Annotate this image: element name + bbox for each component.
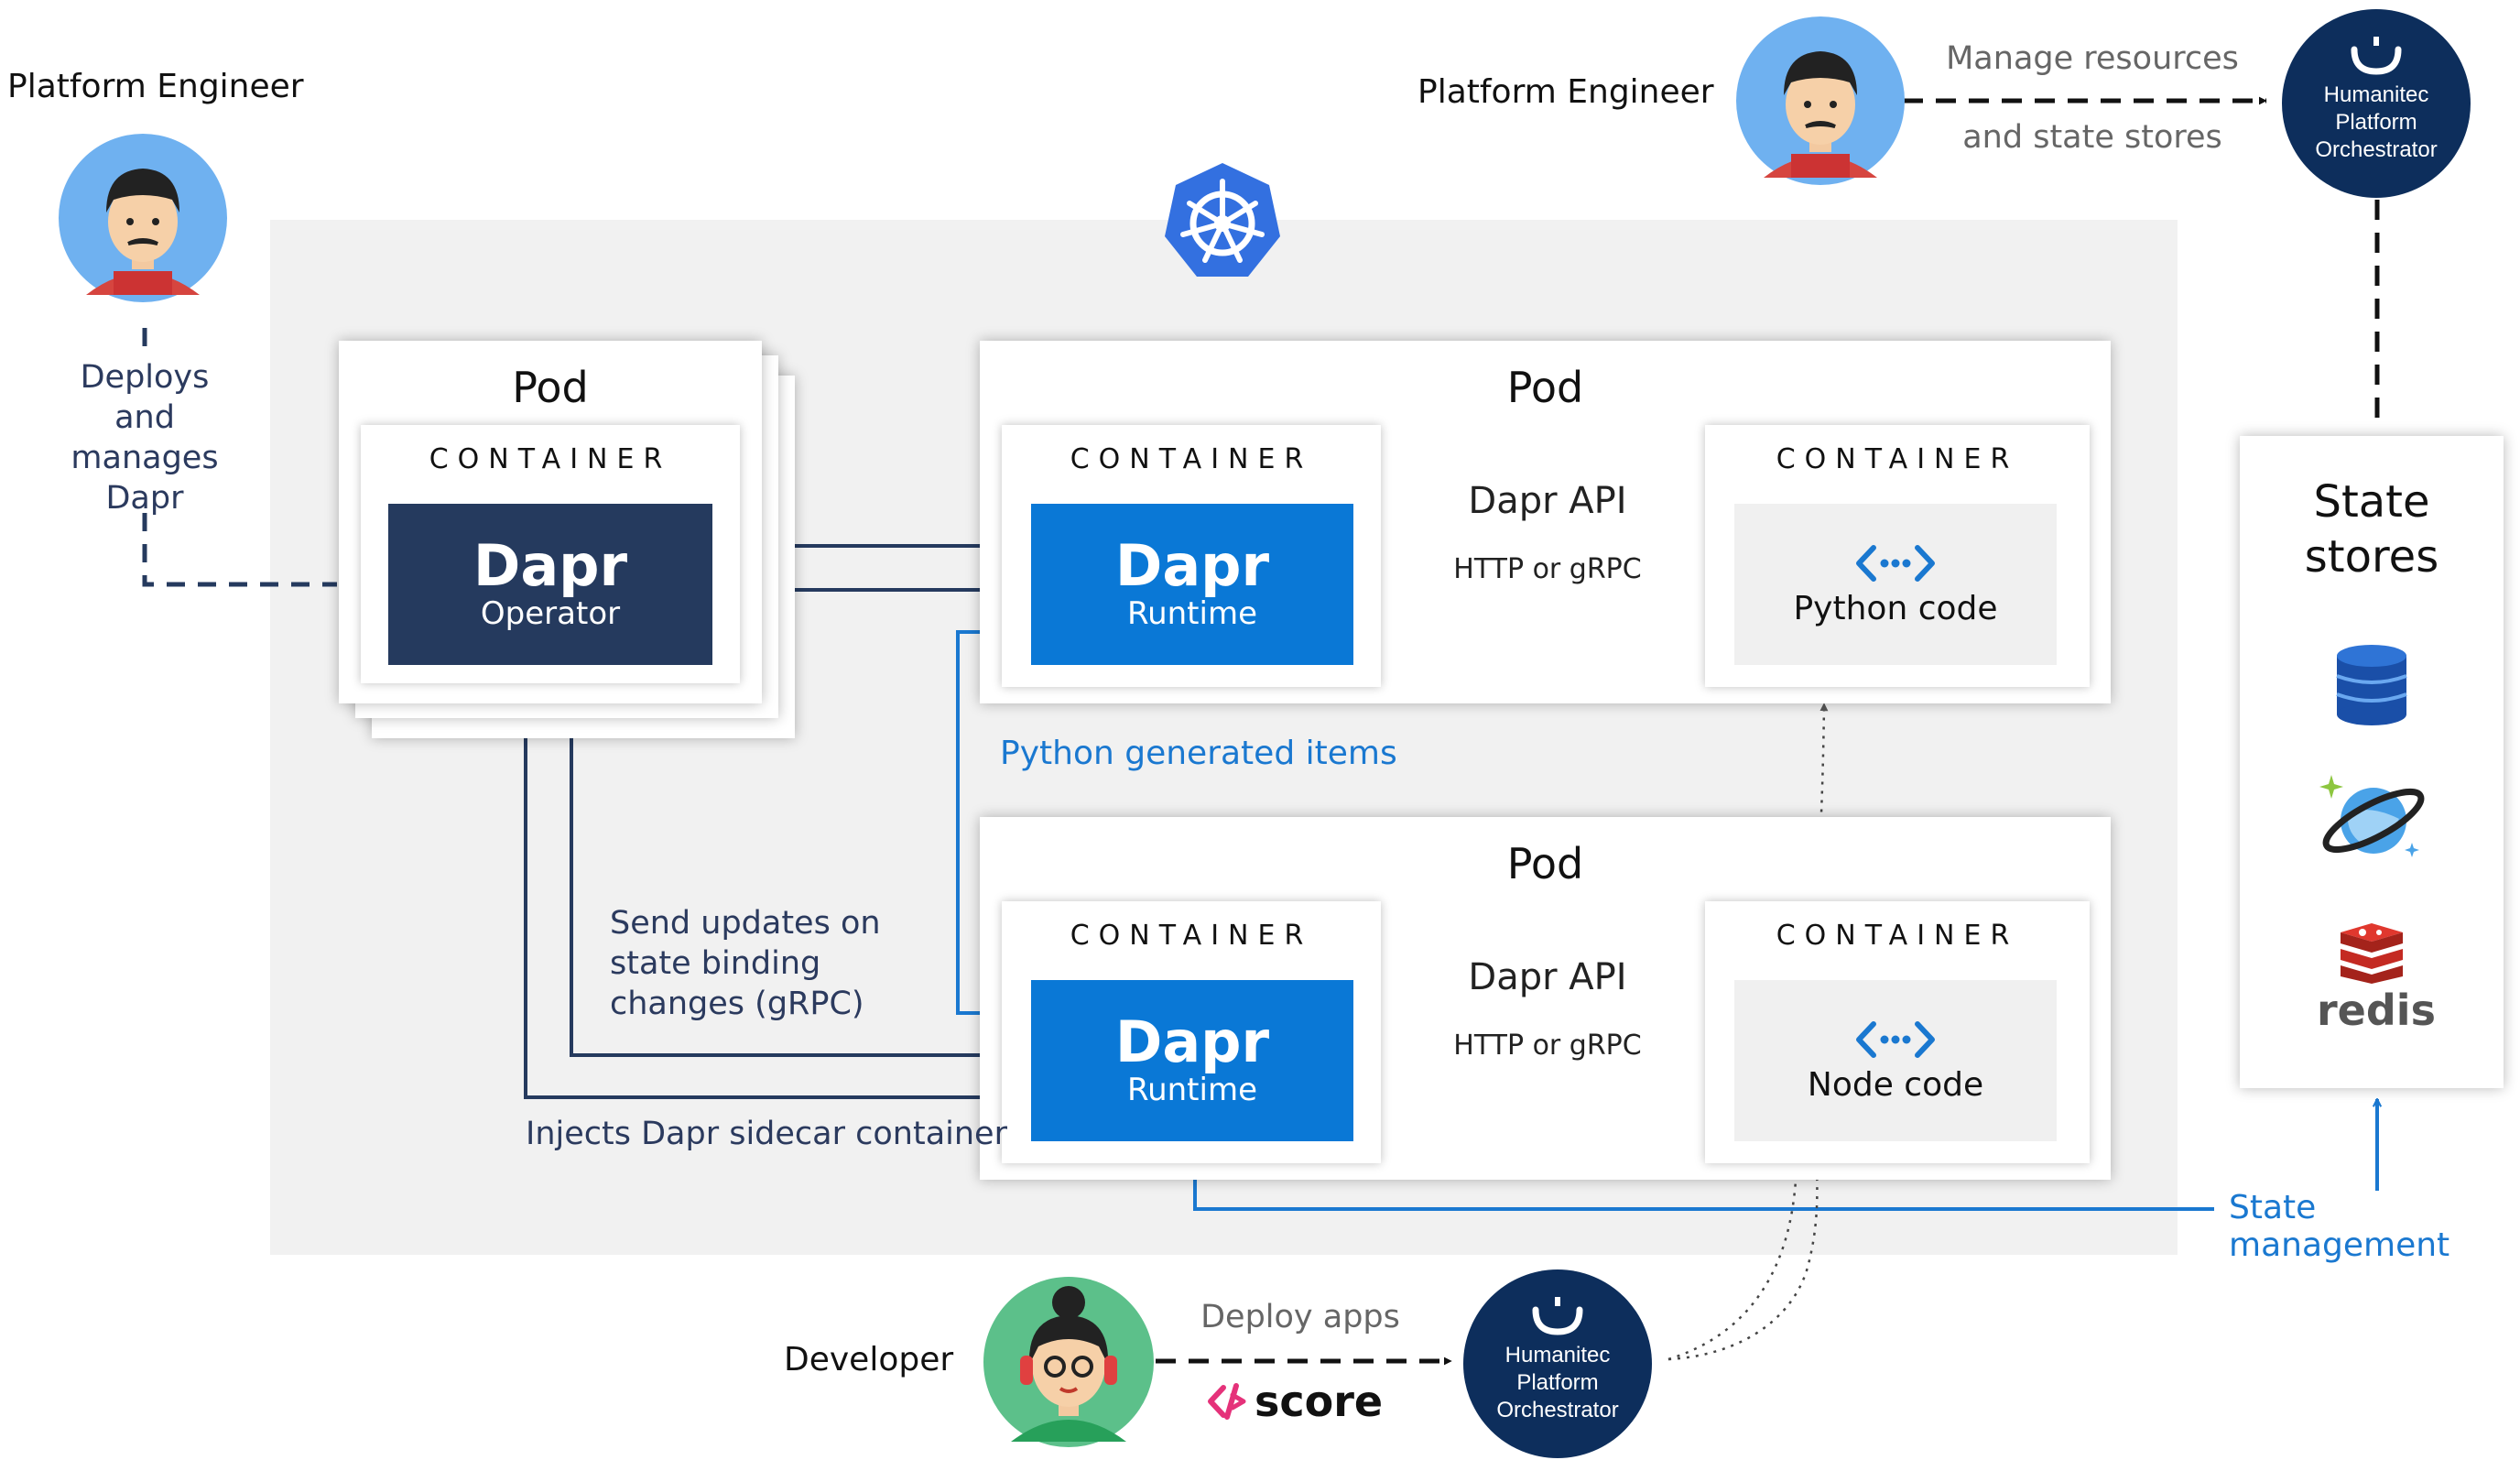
dapr-operator-title: Dapr (472, 532, 628, 600)
manage-resources-line-1: Manage resources (1946, 40, 2239, 77)
dapr-api-label: Dapr API HTTP or gRPC (1392, 956, 1703, 1062)
dapr-runtime-box: Dapr Runtime (1031, 980, 1353, 1141)
deploys-line-4: Dapr (105, 480, 184, 517)
state-binding-arrow (570, 665, 1018, 1055)
orchestrator-line-1: Humanitec (1504, 1343, 1611, 1367)
pod-title: Pod (1506, 839, 1584, 888)
score-icon (1208, 1383, 1246, 1420)
dapr-runtime-title: Dapr (1114, 532, 1270, 600)
deploys-line-2: and (114, 399, 175, 436)
score-logo: score (1205, 1376, 1383, 1427)
developer-avatar-icon (983, 1277, 1154, 1447)
state-stores-title: State stores (2240, 474, 2504, 584)
humanitec-logo-icon (2351, 37, 2402, 75)
code-icon (1856, 1020, 1935, 1058)
dapr-api-subtitle: HTTP or gRPC (1453, 553, 1642, 585)
state-stores-title-line-2: stores (2304, 531, 2439, 583)
redis-icon: redis (2317, 920, 2436, 1032)
send-updates-line-1: Send updates on (610, 905, 881, 942)
dapr-api-title: Dapr API (1468, 956, 1627, 998)
dapr-runtime-subtitle: Runtime (1126, 595, 1257, 633)
redis-label: redis (2317, 986, 2436, 1035)
dapr-operator-box: Dapr Operator (388, 504, 712, 665)
state-management-label: State management (2229, 1189, 2450, 1264)
orchestrator-line-1: Humanitec (2323, 82, 2429, 107)
platform-engineer-left-label: Platform Engineer (7, 68, 304, 105)
runtime-container: CONTAINER Dapr Runtime (1002, 425, 1381, 687)
developer-label: Developer (784, 1341, 954, 1378)
deploys-manages-label: Deploys and manages Dapr (55, 357, 234, 518)
python-pod: Pod CONTAINER Dapr Runtime Dapr API HTTP… (980, 341, 2111, 703)
deploys-line-1: Deploys (80, 359, 210, 396)
orchestrator-node-bottom: Humanitec Platform Orchestrator (1463, 1269, 1652, 1458)
platform-engineer-right-label: Platform Engineer (1418, 73, 1714, 111)
container-label: CONTAINER (1070, 443, 1313, 475)
node-pod: Pod CONTAINER Dapr Runtime Dapr API HTTP… (980, 817, 2111, 1180)
python-generated-label: Python generated items (1000, 735, 1397, 772)
pod-title: Pod (1506, 363, 1584, 412)
dapr-api-label: Dapr API HTTP or gRPC (1392, 480, 1703, 585)
orchestrator-node-top: Humanitec Platform Orchestrator (2282, 9, 2471, 198)
kubernetes-logo (1161, 159, 1284, 282)
container-label: CONTAINER (1776, 443, 2019, 475)
injects-sidecar-label: Injects Dapr sidecar container (526, 1116, 1007, 1152)
operator-container: CONTAINER Dapr Operator (361, 425, 740, 683)
database-icon (2328, 641, 2416, 729)
deploys-line-3: manages (71, 440, 219, 476)
state-stores-panel: State stores redis (2240, 436, 2504, 1088)
operator-pod: Pod CONTAINER Dapr Operator (339, 341, 762, 703)
score-label: score (1255, 1377, 1384, 1426)
node-code-box: Node code (1734, 980, 2057, 1141)
runtime-container: CONTAINER Dapr Runtime (1002, 901, 1381, 1163)
code-container: CONTAINER Python code (1705, 425, 2090, 687)
python-code-box: Python code (1734, 504, 2057, 665)
send-updates-line-3: changes (gRPC) (610, 986, 864, 1022)
engineer-avatar-icon (1736, 16, 1905, 185)
container-label: CONTAINER (429, 443, 672, 475)
send-updates-line-2: state binding (610, 945, 821, 982)
orchestrator-line-2: Platform (2335, 110, 2417, 135)
dapr-operator-subtitle: Operator (480, 595, 621, 633)
engineer-avatar-icon (59, 134, 227, 302)
dapr-runtime-title: Dapr (1114, 1008, 1270, 1076)
deploy-apps-label: Deploy apps (1200, 1299, 1400, 1335)
node-code-label: Node code (1807, 1065, 1984, 1104)
code-container: CONTAINER Node code (1705, 901, 2090, 1163)
cosmos-planet-icon (2315, 768, 2428, 868)
orchestrator-line-2: Platform (1516, 1370, 1599, 1395)
send-updates-label: Send updates on state binding changes (g… (610, 903, 881, 1024)
state-stores-title-line-1: State (2313, 476, 2430, 528)
pod-title: Pod (512, 363, 589, 412)
dapr-runtime-subtitle: Runtime (1126, 1072, 1257, 1109)
dapr-api-title: Dapr API (1468, 480, 1627, 522)
injects-sidecar-arrow (524, 665, 1018, 1097)
python-code-label: Python code (1793, 589, 1998, 627)
container-label: CONTAINER (1070, 920, 1313, 952)
orchestrator-line-3: Orchestrator (1496, 1398, 1619, 1422)
container-label: CONTAINER (1776, 920, 2019, 952)
orchestrator-line-3: Orchestrator (2315, 137, 2438, 162)
manage-resources-line-2: and state stores (1962, 119, 2222, 156)
code-icon (1856, 544, 1935, 582)
humanitec-logo-icon (1532, 1297, 1583, 1335)
dapr-runtime-box: Dapr Runtime (1031, 504, 1353, 665)
dapr-api-subtitle: HTTP or gRPC (1453, 1030, 1642, 1062)
